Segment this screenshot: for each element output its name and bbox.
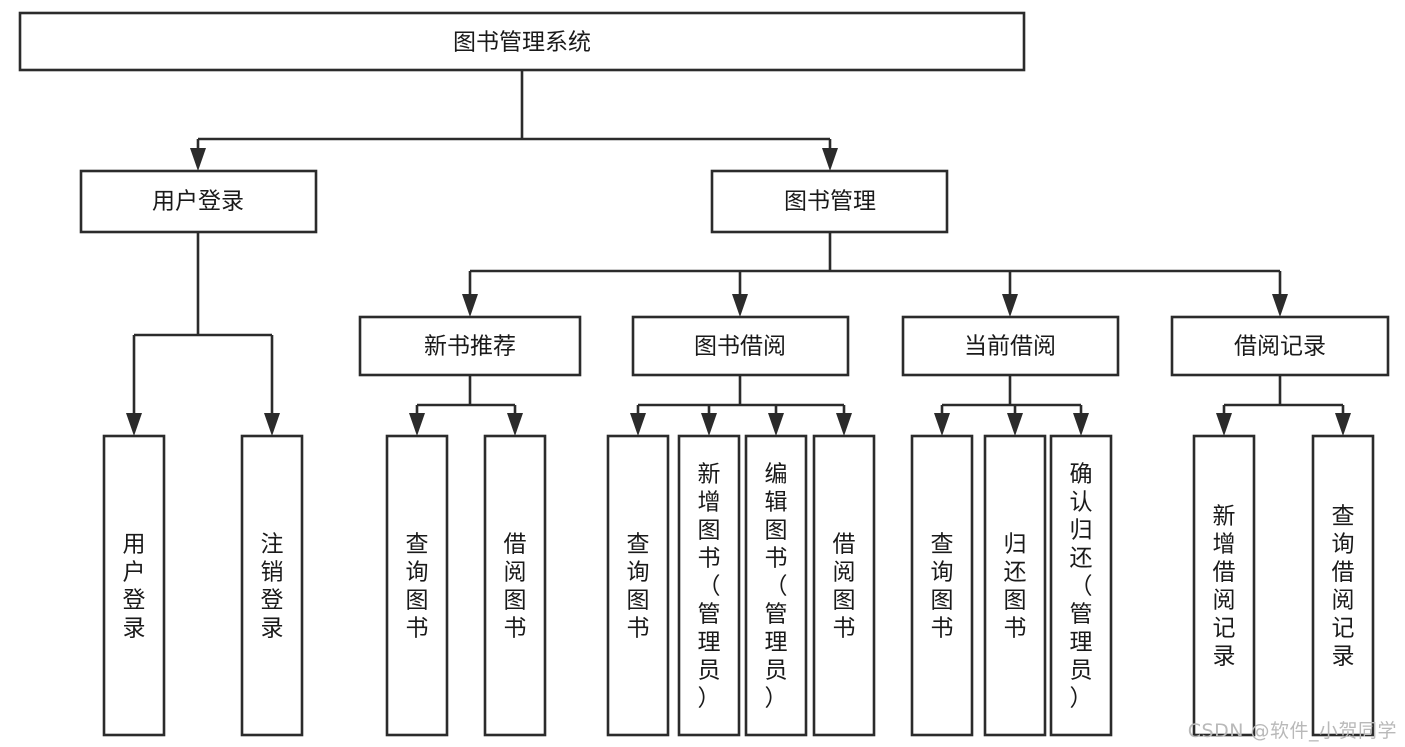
node-leaf-add-book-admin-label: 新增图书（管理员） bbox=[698, 461, 721, 711]
node-leaf-query-borrow-record[interactable]: 查询借阅记录 bbox=[1311, 434, 1375, 737]
node-borrow-record[interactable]: 借阅记录 bbox=[1170, 315, 1390, 377]
node-leaf-query-borrow-record-box[interactable] bbox=[1311, 434, 1375, 737]
node-leaf-borrow-book-recommend-box[interactable] bbox=[483, 434, 547, 737]
node-user-login[interactable]: 用户登录 bbox=[79, 169, 318, 234]
arrow-head-to-new-book-recommend bbox=[462, 294, 478, 317]
node-leaf-query-book-current[interactable]: 查询图书 bbox=[910, 434, 974, 737]
node-leaf-add-borrow-record-label: 新增借阅记录 bbox=[1213, 503, 1236, 669]
node-leaf-logout[interactable]: 注销登录 bbox=[240, 434, 304, 737]
node-leaf-logout-box[interactable] bbox=[240, 434, 304, 737]
node-leaf-borrow-book-label: 借阅图书 bbox=[833, 531, 856, 641]
node-leaf-query-book-borrow-label: 查询图书 bbox=[627, 531, 650, 641]
arrow-head-to-leaf-query-book-current bbox=[934, 413, 950, 436]
node-leaf-borrow-book-recommend[interactable]: 借阅图书 bbox=[483, 434, 547, 737]
node-leaf-query-book-recommend-label: 查询图书 bbox=[406, 531, 429, 641]
node-book-borrow[interactable]: 图书借阅 bbox=[631, 315, 850, 377]
node-new-book-recommend-label: 新书推荐 bbox=[424, 334, 516, 360]
node-leaf-logout-label: 注销登录 bbox=[261, 531, 284, 641]
connector-layer bbox=[126, 70, 1351, 436]
node-borrow-record-box[interactable] bbox=[1170, 315, 1390, 377]
arrow-head-to-book-borrow bbox=[732, 294, 748, 317]
arrow-head-to-leaf-edit-book-admin bbox=[768, 413, 784, 436]
node-leaf-borrow-book-box[interactable] bbox=[812, 434, 876, 737]
node-leaf-query-book-current-box[interactable] bbox=[910, 434, 974, 737]
node-leaf-query-book-borrow[interactable]: 查询图书 bbox=[606, 434, 670, 737]
arrow-head-to-leaf-return-book bbox=[1007, 413, 1023, 436]
node-root-box[interactable] bbox=[18, 11, 1026, 72]
node-leaf-return-book-label: 归还图书 bbox=[1004, 531, 1027, 641]
node-borrow-record-label: 借阅记录 bbox=[1234, 334, 1326, 360]
arrow-head-to-user-login bbox=[190, 148, 206, 171]
node-leaf-add-borrow-record[interactable]: 新增借阅记录 bbox=[1192, 434, 1256, 737]
connector-book-manage-bus bbox=[468, 232, 1282, 304]
node-current-borrow[interactable]: 当前借阅 bbox=[901, 315, 1120, 377]
node-leaf-borrow-book[interactable]: 借阅图书 bbox=[812, 434, 876, 737]
arrow-head-to-leaf-borrow-book-recommend bbox=[507, 413, 523, 436]
arrow-head-to-leaf-user-login bbox=[126, 413, 142, 436]
connector-user-login-bus bbox=[132, 232, 274, 423]
node-leaf-user-login[interactable]: 用户登录 bbox=[102, 434, 166, 737]
arrow-head-to-borrow-record bbox=[1272, 294, 1288, 317]
node-leaf-return-book[interactable]: 归还图书 bbox=[983, 434, 1047, 737]
node-leaf-user-login-box[interactable] bbox=[102, 434, 166, 737]
node-leaf-query-book-recommend-box[interactable] bbox=[385, 434, 449, 737]
node-leaf-query-book-recommend[interactable]: 查询图书 bbox=[385, 434, 449, 737]
node-leaf-confirm-return-admin-box[interactable] bbox=[1049, 434, 1113, 737]
node-root[interactable]: 图书管理系统 bbox=[18, 11, 1026, 72]
node-book-manage-label: 图书管理 bbox=[784, 189, 876, 215]
arrow-head-to-leaf-logout bbox=[264, 413, 280, 436]
node-leaf-edit-book-admin-box[interactable] bbox=[744, 434, 808, 737]
node-book-manage-box[interactable] bbox=[710, 169, 949, 234]
arrow-head-to-leaf-confirm-return-admin bbox=[1073, 413, 1089, 436]
node-root-label: 图书管理系统 bbox=[453, 30, 591, 56]
node-current-borrow-box[interactable] bbox=[901, 315, 1120, 377]
arrow-head-to-leaf-borrow-book bbox=[836, 413, 852, 436]
arrow-head-to-leaf-query-book-borrow bbox=[630, 413, 646, 436]
connector-root-to-level2-bus bbox=[196, 70, 832, 158]
csdn-watermark: CSDN @软件_小贺同学 bbox=[1187, 720, 1397, 742]
node-leaf-confirm-return-admin-label: 确认归还（管理员） bbox=[1070, 461, 1093, 711]
arrow-head-to-leaf-query-borrow-record bbox=[1335, 413, 1351, 436]
node-leaf-query-book-borrow-box[interactable] bbox=[606, 434, 670, 737]
node-user-login-label: 用户登录 bbox=[152, 189, 244, 215]
node-leaf-add-book-admin-box[interactable] bbox=[677, 434, 741, 737]
node-leaf-confirm-return-admin[interactable]: 确认归还（管理员） bbox=[1049, 434, 1113, 737]
arrow-head-to-leaf-add-borrow-record bbox=[1216, 413, 1232, 436]
node-new-book-recommend[interactable]: 新书推荐 bbox=[358, 315, 582, 377]
leaf-node-group: 用户登录 注销登录 查询图书 借阅图书 查询图书 新增图书（管理员） bbox=[102, 434, 1375, 737]
node-current-borrow-label: 当前借阅 bbox=[964, 334, 1056, 360]
node-leaf-query-borrow-record-label: 查询借阅记录 bbox=[1332, 503, 1355, 669]
node-book-borrow-label: 图书借阅 bbox=[694, 334, 786, 360]
node-leaf-add-book-admin[interactable]: 新增图书（管理员） bbox=[677, 434, 741, 737]
node-leaf-add-borrow-record-box[interactable] bbox=[1192, 434, 1256, 737]
node-leaf-edit-book-admin-label: 编辑图书（管理员） bbox=[765, 461, 788, 711]
connector-borrow-record-bus bbox=[1222, 375, 1345, 423]
node-leaf-user-login-label: 用户登录 bbox=[123, 531, 146, 641]
node-leaf-borrow-book-recommend-label: 借阅图书 bbox=[504, 531, 527, 641]
connector-new-book-recommend-bus bbox=[415, 375, 517, 423]
node-leaf-query-book-current-label: 查询图书 bbox=[931, 531, 954, 641]
arrow-head-to-current-borrow bbox=[1002, 294, 1018, 317]
arrow-head-to-leaf-query-book-recommend bbox=[409, 413, 425, 436]
arrow-head-to-leaf-add-book-admin bbox=[701, 413, 717, 436]
node-leaf-edit-book-admin[interactable]: 编辑图书（管理员） bbox=[744, 434, 808, 737]
node-new-book-recommend-box[interactable] bbox=[358, 315, 582, 377]
connector-book-borrow-bus bbox=[636, 375, 846, 423]
node-book-manage[interactable]: 图书管理 bbox=[710, 169, 949, 234]
node-leaf-return-book-box[interactable] bbox=[983, 434, 1047, 737]
node-book-borrow-box[interactable] bbox=[631, 315, 850, 377]
arrow-head-to-book-manage bbox=[822, 148, 838, 171]
node-user-login-box[interactable] bbox=[79, 169, 318, 234]
